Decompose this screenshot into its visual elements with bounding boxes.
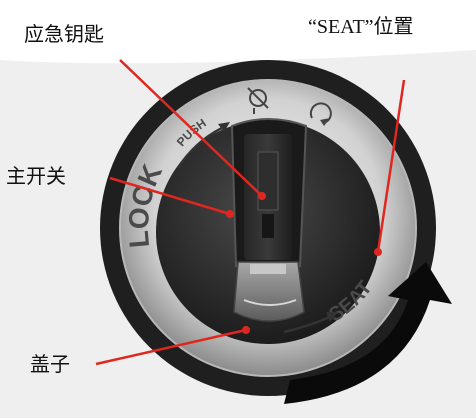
emergency-key-label: 应急钥匙: [24, 22, 104, 46]
leader-dot-key: [258, 192, 266, 200]
lock-arrow-icon: [176, 124, 227, 169]
cover-label: 盖子: [30, 352, 70, 376]
main-switch-label: 主开关: [6, 164, 66, 188]
key-knob: [230, 118, 308, 274]
leader-lines: [95, 59, 406, 366]
leader-line-main-switch: [109, 176, 231, 216]
fuel-lid-icon: [247, 87, 269, 114]
cover-lid: [233, 261, 305, 322]
rotate-icon: [309, 102, 332, 126]
leader-line-cover: [95, 328, 247, 366]
rotation-arrow-icon: [284, 262, 452, 404]
leader-dot-seat: [374, 248, 382, 256]
leader-line-seat: [376, 79, 406, 253]
leader-dot-main-switch: [226, 210, 234, 218]
seat-position-label: “SEAT”位置: [308, 16, 414, 38]
leader-dot-cover: [242, 326, 250, 334]
leader-line-key: [119, 59, 263, 197]
